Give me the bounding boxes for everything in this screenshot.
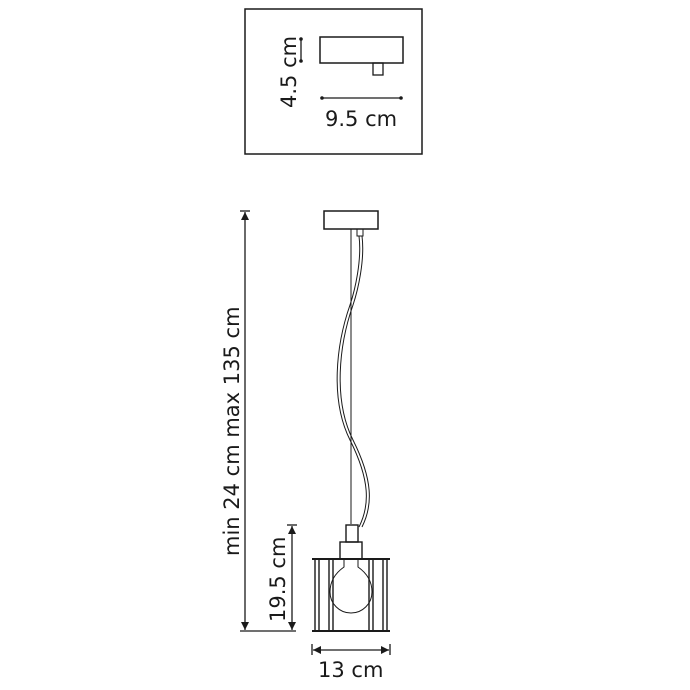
total-height-dimension: min 24 cm max 135 cm	[220, 210, 296, 632]
total-height-label: min 24 cm max 135 cm	[220, 306, 244, 556]
canopy-width-label: 9.5 cm	[325, 107, 397, 131]
power-cord	[336, 235, 367, 528]
light-bulb	[329, 559, 373, 614]
socket-holder	[339, 541, 363, 560]
canopy-height-label: 4.5 cm	[277, 36, 301, 108]
canopy-detail-box: 4.5 cm 9.5 cm	[244, 8, 423, 155]
shade-height-dimension: 19.5 cm	[266, 524, 297, 630]
socket-neck	[345, 524, 359, 543]
cage-shade	[312, 558, 390, 632]
shade-height-label: 19.5 cm	[266, 537, 290, 622]
pendant-lamp	[312, 210, 390, 632]
shade-width-label: 13 cm	[318, 658, 383, 682]
canopy-side-view	[319, 36, 404, 64]
ceiling-canopy	[323, 210, 379, 230]
shade-width-dimension: 13 cm	[311, 644, 391, 682]
